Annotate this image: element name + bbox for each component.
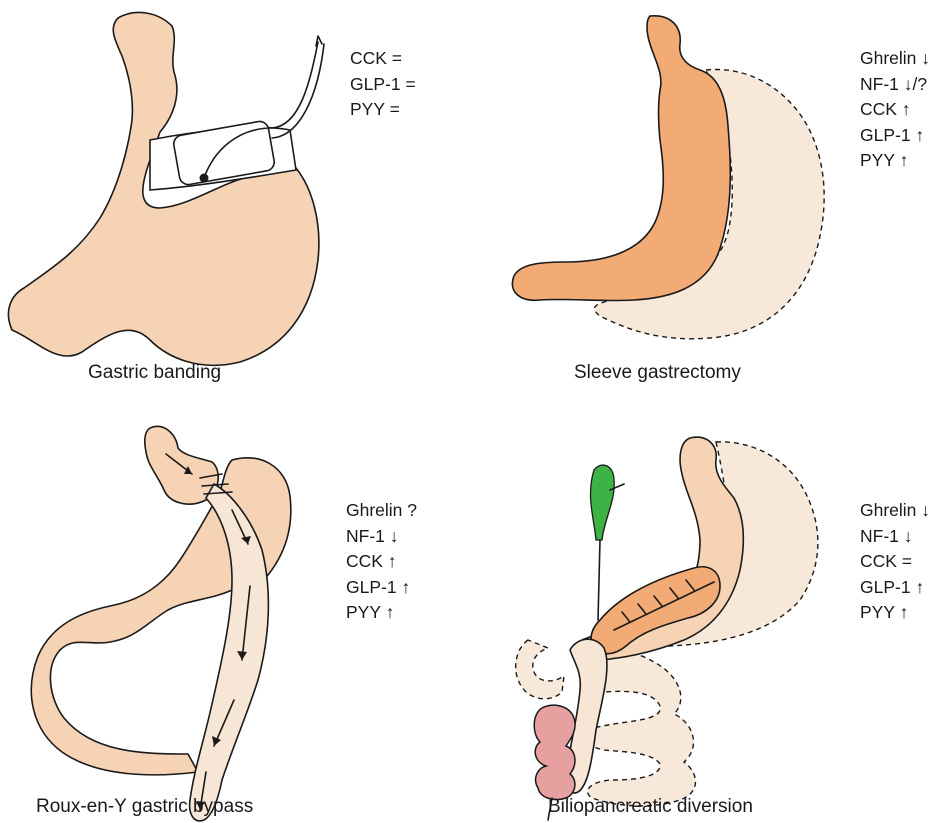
gallbladder bbox=[591, 465, 615, 540]
hormone-ghrelin: Ghrelin ? bbox=[346, 498, 417, 524]
hormone-pyy: PYY ↑ bbox=[860, 148, 930, 174]
hormone-cck: CCK = bbox=[350, 46, 416, 72]
hormone-glp1: GLP-1 ↑ bbox=[860, 575, 930, 601]
port-dot bbox=[200, 174, 209, 183]
tubing-tip-icon bbox=[316, 36, 322, 46]
panel-gastric-banding: Gastric banding CCK = GLP-1 = PYY = bbox=[0, 0, 474, 400]
hormone-list-gastric-banding: CCK = GLP-1 = PYY = bbox=[350, 46, 416, 123]
hormone-pyy: PYY = bbox=[350, 97, 416, 123]
sleeve-stomach bbox=[512, 16, 730, 301]
hormone-nf1: NF-1 ↓/? bbox=[860, 72, 930, 98]
panel-biliopancreatic-diversion: Biliopancreatic diversion Ghrelin ↓ NF-1… bbox=[474, 400, 948, 823]
hormone-cck: CCK = bbox=[860, 549, 930, 575]
hormone-list-roux-en-y: Ghrelin ? NF-1 ↓ CCK ↑ GLP-1 ↑ PYY ↑ bbox=[346, 498, 417, 626]
panel-sleeve-gastrectomy: Sleeve gastrectomy Ghrelin ↓ NF-1 ↓/? CC… bbox=[474, 0, 948, 400]
hormone-glp1: GLP-1 ↑ bbox=[860, 123, 930, 149]
hormone-nf1: NF-1 ↓ bbox=[860, 524, 930, 550]
band-tubing-outer bbox=[272, 44, 324, 138]
caption-sleeve-gastrectomy: Sleeve gastrectomy bbox=[574, 362, 741, 384]
hormone-glp1: GLP-1 = bbox=[350, 72, 416, 98]
biliopancreatic-limb bbox=[516, 640, 564, 699]
hormone-cck: CCK ↑ bbox=[860, 97, 930, 123]
panel-roux-en-y: Roux-en-Y gastric bypass Ghrelin ? NF-1 … bbox=[0, 400, 474, 823]
hormone-pyy: PYY ↑ bbox=[860, 600, 930, 626]
hormone-cck: CCK ↑ bbox=[346, 549, 417, 575]
hormone-nf1: NF-1 ↓ bbox=[346, 524, 417, 550]
hormone-ghrelin: Ghrelin ↓ bbox=[860, 498, 930, 524]
hormone-list-biliopancreatic-diversion: Ghrelin ↓ NF-1 ↓ CCK = GLP-1 ↑ PYY ↑ bbox=[860, 498, 930, 626]
colon-segment bbox=[534, 705, 575, 799]
hormone-ghrelin: Ghrelin ↓ bbox=[860, 46, 930, 72]
hormone-list-sleeve-gastrectomy: Ghrelin ↓ NF-1 ↓/? CCK ↑ GLP-1 ↑ PYY ↑ bbox=[860, 46, 930, 174]
hormone-pyy: PYY ↑ bbox=[346, 600, 417, 626]
caption-roux-en-y: Roux-en-Y gastric bypass bbox=[36, 796, 253, 818]
caption-biliopancreatic-diversion: Biliopancreatic diversion bbox=[548, 796, 753, 818]
caption-gastric-banding: Gastric banding bbox=[88, 362, 221, 384]
hormone-glp1: GLP-1 ↑ bbox=[346, 575, 417, 601]
